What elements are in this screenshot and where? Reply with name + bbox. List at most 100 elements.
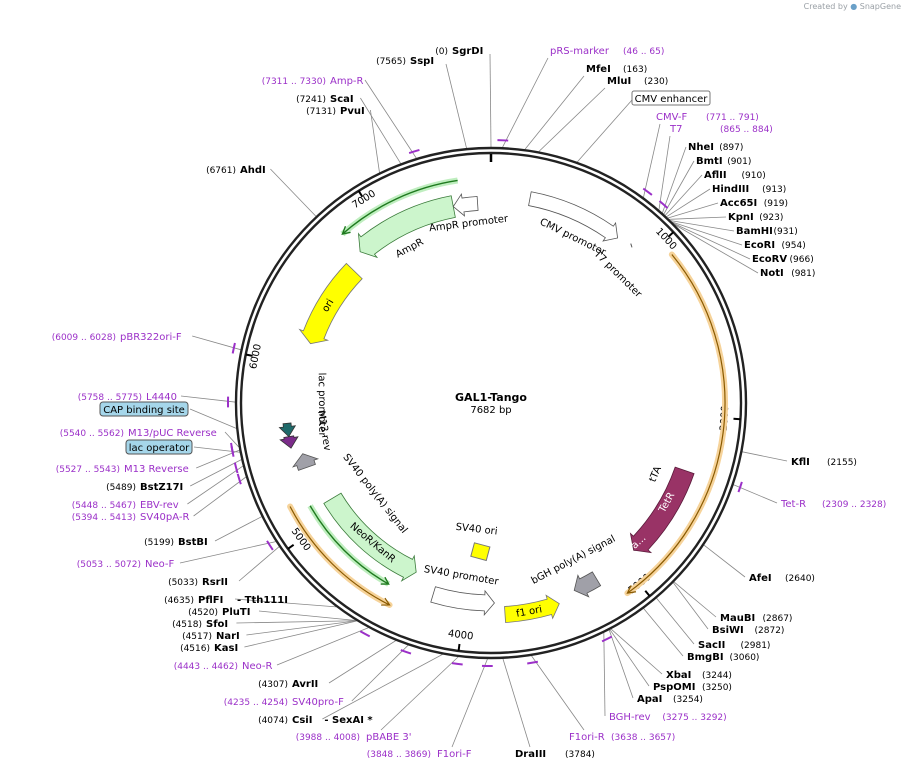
primer-mark-3: [737, 481, 743, 493]
left-name-17: PluTI: [222, 607, 250, 618]
tta-label: tTA: [647, 465, 664, 484]
left-name-23: SV40pro-F: [292, 697, 344, 708]
bottom-num-0-c: (3638 .. 3657): [611, 733, 675, 743]
leader-left-4: [192, 335, 241, 351]
left-name-7: M13/pUC Reverse: [128, 428, 217, 439]
cluster-num-9: (981): [791, 269, 815, 279]
sv40-ori-label: SV40 ori: [455, 522, 498, 538]
left-num-22: (4307): [258, 680, 288, 690]
left-num-12: (5394 .. 5413): [72, 513, 136, 523]
left-num-23: (4235 .. 4254): [224, 698, 288, 708]
left-num-1: (7241): [296, 95, 326, 105]
right-name-9: ApaI: [637, 694, 662, 705]
leader-right-2: [703, 544, 746, 578]
top-num-4: (230): [644, 77, 668, 87]
top-name-2: pRS-marker: [550, 46, 610, 57]
right-name-7: XbaI: [666, 670, 691, 681]
right-name-1: Tet-R: [780, 499, 806, 510]
leader-left-21: [276, 627, 369, 666]
tick-label-4000: 4000: [447, 628, 474, 642]
right-num-4: (2872): [755, 626, 785, 636]
leader-cluster-6: [670, 220, 735, 232]
primer-mark-5: [527, 660, 539, 665]
top-num-3: (163): [623, 65, 647, 75]
leader-left-13: [214, 516, 262, 542]
right-num-1: (2309 .. 2328): [822, 500, 886, 510]
bgh-polya-label: bGH poly(A) signal: [530, 534, 618, 587]
rprimer-num-0: (771 .. 791): [706, 113, 759, 123]
plasmid-name: GAL1-Tango: [455, 391, 527, 404]
rprimer-name-0: CMV-F: [656, 112, 687, 123]
left-extra-24: - SexAI *: [324, 715, 373, 726]
left-name-5: L4440: [146, 392, 177, 403]
tick-5000: [287, 543, 295, 550]
leader-left-19: [246, 620, 357, 636]
left-num-9: (5527 .. 5543): [56, 465, 120, 475]
backbone-outer: [234, 146, 748, 660]
tta-arc: [627, 254, 726, 594]
bottom-num-1: (3784): [565, 750, 595, 760]
left-num-4: (6009 .. 6028): [52, 333, 116, 343]
lac-operator-box: [279, 435, 299, 449]
tick-4000: [457, 643, 461, 652]
leader-cluster-1: [663, 160, 695, 215]
bottom-name-0: F1ori-R: [569, 732, 605, 743]
primer-mark-11: [236, 473, 242, 485]
left-name-10: BstZ17I: [140, 482, 183, 493]
sv40-promoter-arrow: [430, 586, 495, 617]
primer-mark-14: [230, 442, 234, 454]
lac-promoter-label: lac promoter: [316, 373, 328, 438]
leader-left-5: [180, 395, 236, 403]
leader-bottom-2: [451, 658, 488, 748]
leader-left-6: [189, 408, 237, 429]
leader-bottom-1: [502, 658, 531, 748]
leader-top-5: [576, 99, 633, 163]
leader-right-3: [673, 581, 717, 618]
cluster-num-5: (923): [759, 213, 783, 223]
primer-mark-7: [451, 662, 463, 666]
snapgene-logo-icon: ●: [850, 2, 858, 11]
leader-left-15: [238, 546, 280, 582]
right-name-6: BmgBI: [687, 652, 724, 663]
right-name-3: MauBI: [720, 613, 755, 624]
leader-left-0: [364, 79, 417, 159]
leader-top-2: [502, 57, 549, 148]
neo-green-arc-head: [380, 576, 390, 585]
left-num-0: (7311 .. 7330): [262, 77, 326, 87]
cluster-num-6: (931): [774, 227, 798, 237]
cmv-enhancer-label: CMV enhancer: [635, 94, 709, 105]
left-num-10: (5489): [106, 483, 136, 493]
leader-right-10: [603, 632, 606, 717]
left-name-11: EBV-rev: [140, 500, 179, 511]
credit-text: Created by: [803, 2, 848, 11]
tta-arc-head: [626, 585, 637, 594]
neor-arrow: [323, 492, 417, 582]
cap-site-box: [278, 422, 297, 438]
left-num-18: (4518): [172, 620, 202, 630]
right-num-0: (2155): [827, 458, 857, 468]
cluster-name-3: HindIII: [712, 184, 749, 195]
primer-mark-1: [642, 187, 653, 196]
neo-orange-arc: [289, 506, 390, 606]
left-name-24: CsiI: [292, 715, 312, 726]
leader-left-24: [322, 654, 443, 720]
tick-6000: [245, 353, 253, 357]
leader-top-0: [489, 53, 492, 148]
f1-ori-label: f1 ori: [515, 604, 543, 620]
primer-mark-8: [400, 649, 412, 655]
leader-left-11: [187, 465, 244, 505]
leader-cluster-9: [674, 224, 759, 274]
boxed-label-6: CAP binding site: [103, 405, 185, 416]
primer-mark-17: [408, 148, 420, 155]
cluster-name-9: NotI: [760, 268, 784, 279]
leader-right-7: [610, 628, 663, 675]
primer-mark-9: [359, 630, 371, 638]
leader-right-0: [742, 451, 788, 462]
right-name-10: BGH-rev: [609, 712, 651, 723]
leader-right-6: [643, 608, 684, 657]
leader-left-3: [270, 168, 317, 217]
top-name-4: MluI: [607, 76, 631, 87]
